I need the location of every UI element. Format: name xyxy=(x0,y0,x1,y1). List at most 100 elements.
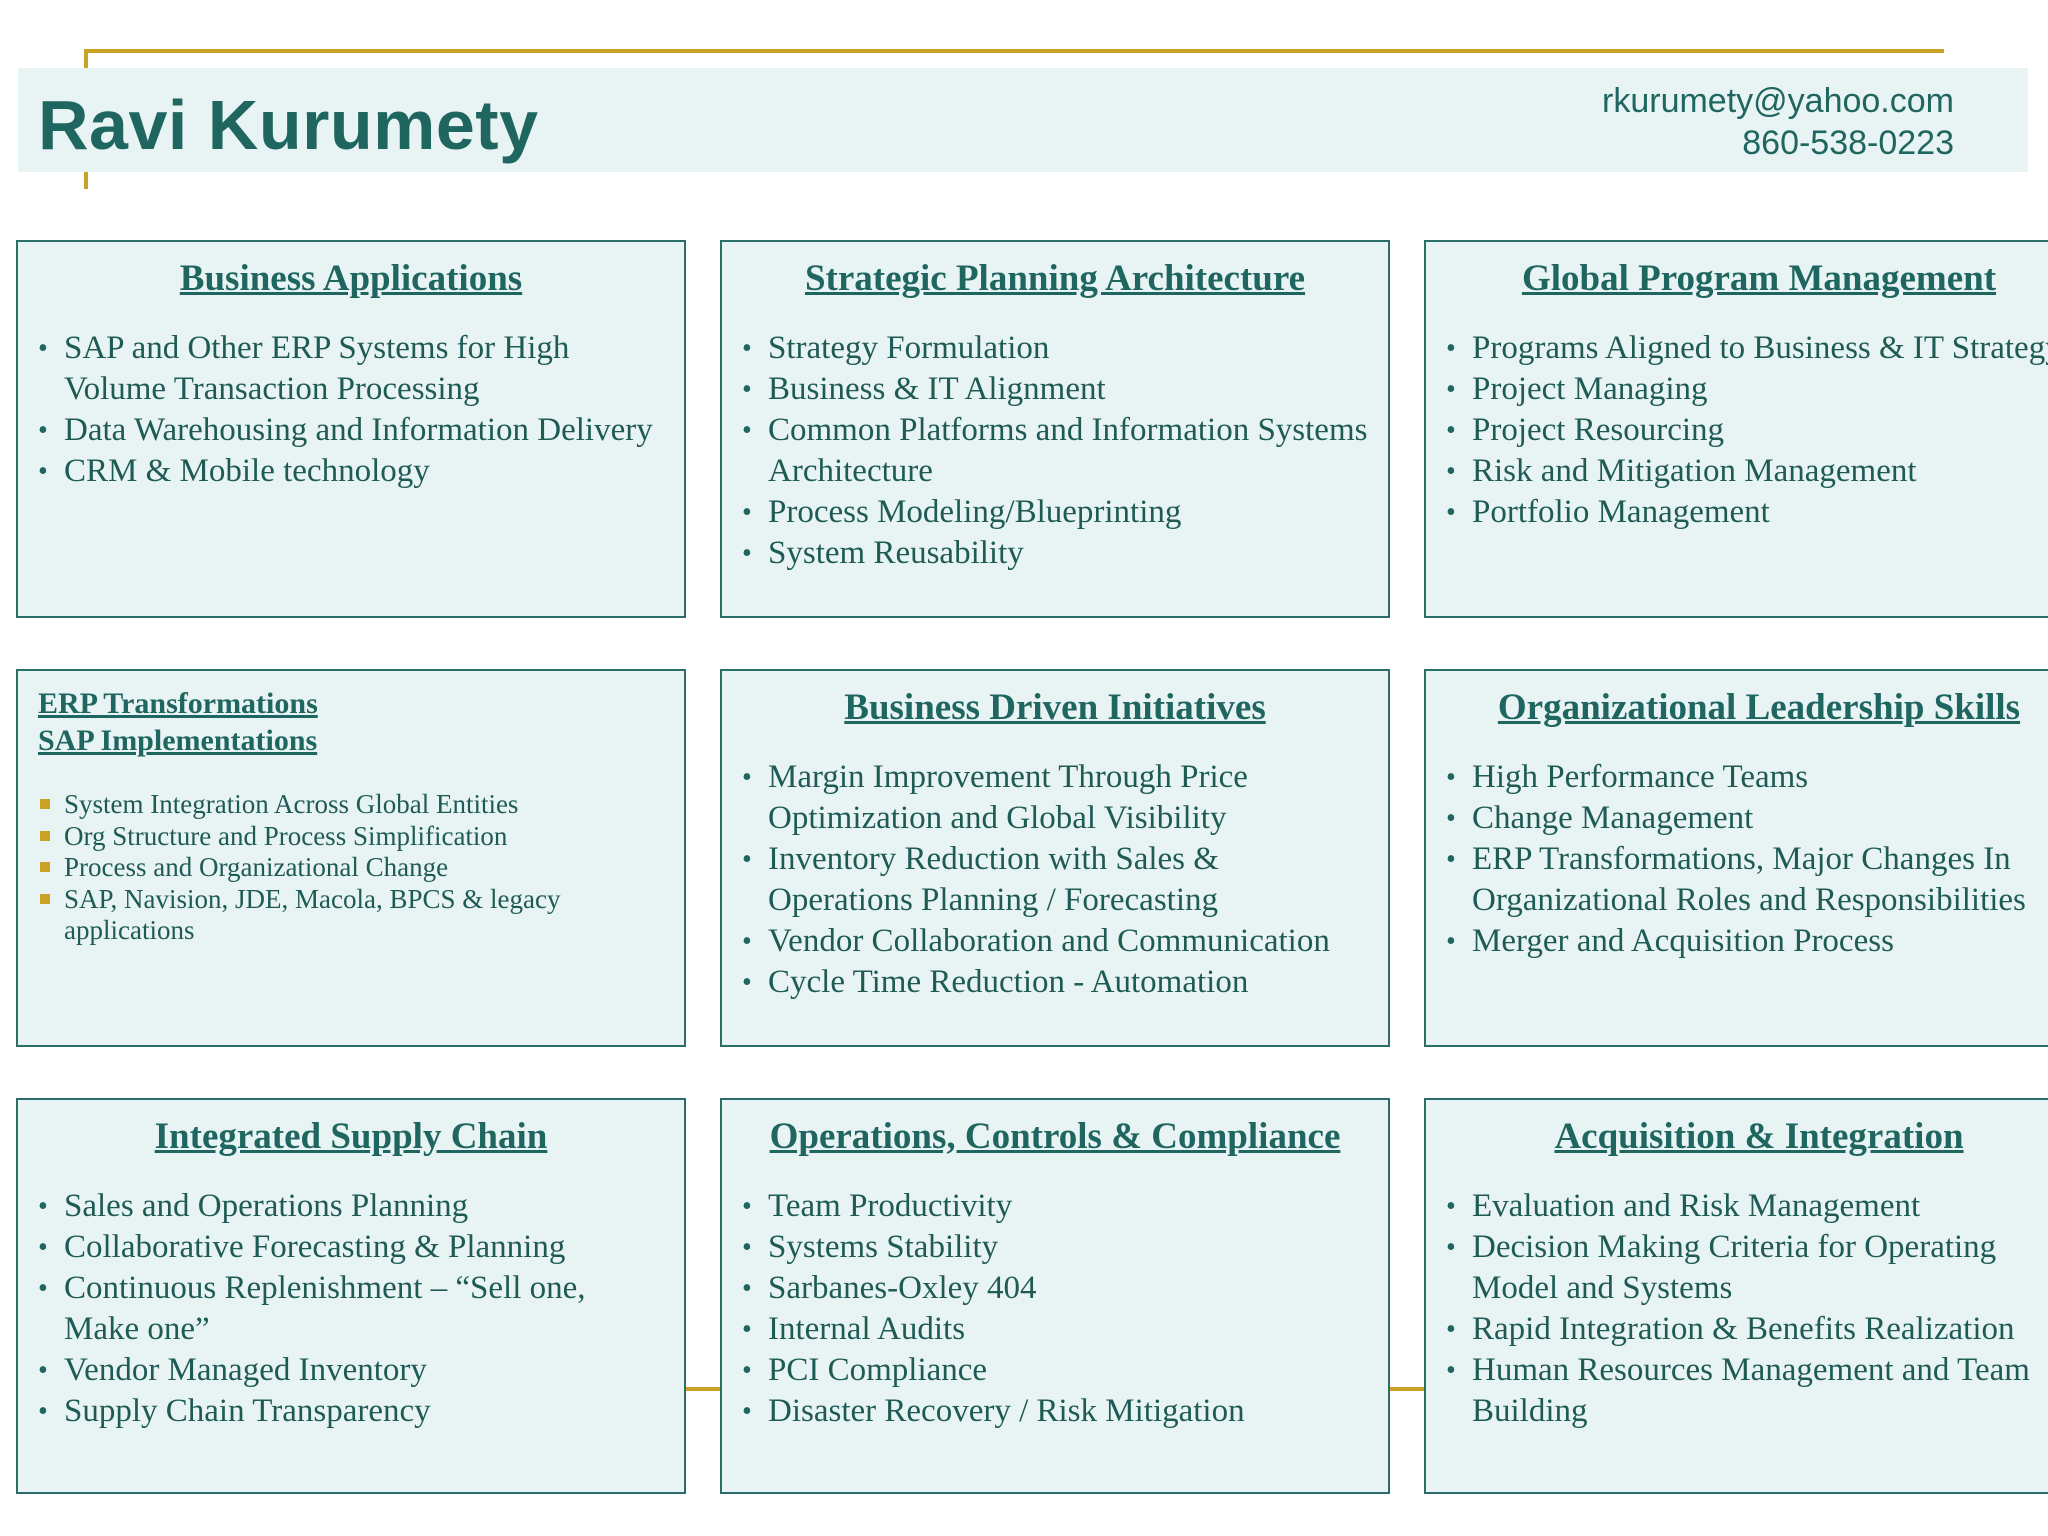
bullet-icon: • xyxy=(1446,497,1456,528)
square-bullet-icon xyxy=(40,862,50,872)
list-item: •Internal Audits xyxy=(742,1309,1368,1350)
card-list: •Sales and Operations Planning •Collabor… xyxy=(38,1186,664,1432)
list-item: •SAP and Other ERP Systems for High Volu… xyxy=(38,330,570,407)
bullet-icon: • xyxy=(742,1273,752,1304)
card-title-line: SAP Implementations xyxy=(38,724,318,757)
bullet-icon: • xyxy=(742,844,752,875)
list-item: •Vendor Collaboration and Communication xyxy=(742,921,1368,962)
list-item: •Risk and Mitigation Management xyxy=(1446,451,2048,492)
square-bullet-icon xyxy=(40,893,50,904)
card-title: Strategic Planning Architecture xyxy=(804,258,1306,299)
list-item: •ERP Transformations, Major Changes In O… xyxy=(1446,841,2026,918)
bullet-icon: • xyxy=(1446,1314,1456,1345)
square-bullet-icon xyxy=(40,830,50,841)
card-title: Organizational Leadership Skills xyxy=(1497,687,2021,728)
list-item: •Programs Aligned to Business & IT Strat… xyxy=(1446,328,2048,369)
bullet-icon: • xyxy=(742,538,752,569)
bullet-icon: • xyxy=(38,1273,48,1304)
bullet-icon: • xyxy=(1446,374,1456,405)
bullet-icon: • xyxy=(1446,1232,1456,1263)
list-item: •System Reusability xyxy=(742,533,1368,574)
card-list: •Team Productivity •Systems Stability •S… xyxy=(742,1186,1368,1432)
bullet-icon: • xyxy=(1446,415,1456,446)
list-item: •PCI Compliance xyxy=(742,1350,1368,1391)
list-item: Org Structure and Process Simplification xyxy=(38,821,664,853)
card-title: Acquisition & Integration xyxy=(1554,1116,1964,1157)
bullet-icon: • xyxy=(38,1232,48,1263)
bullet-icon: • xyxy=(38,415,48,446)
list-item: •Inventory Reduction with Sales & Operat… xyxy=(742,841,1219,918)
bullet-icon: • xyxy=(1446,803,1456,834)
bullet-icon: • xyxy=(1446,456,1456,487)
list-item: •Business & IT Alignment xyxy=(742,369,1368,410)
bullet-icon: • xyxy=(742,926,752,957)
bullet-icon: • xyxy=(1446,844,1456,875)
connector-line xyxy=(686,1387,720,1391)
square-bullet-icon xyxy=(40,799,50,809)
card-global-program-management: Global Program Management •Programs Alig… xyxy=(1424,240,2048,618)
list-item: SAP, Navision, JDE, Macola, BPCS & legac… xyxy=(38,884,664,947)
list-item: •Portfolio Management xyxy=(1446,492,2048,533)
list-item: •Sales and Operations Planning xyxy=(38,1186,664,1227)
header-band xyxy=(18,68,2028,172)
card-title: Business Driven Initiatives xyxy=(844,687,1266,728)
contact-block: rkurumety@yahoo.com 860-538-0223 xyxy=(1602,80,1954,164)
bullet-icon: • xyxy=(38,1355,48,1386)
bullet-icon: • xyxy=(742,1191,752,1222)
list-item: •Strategy Formulation xyxy=(742,328,1368,369)
bullet-icon: • xyxy=(742,1355,752,1386)
list-item: •Project Managing xyxy=(1446,369,2048,410)
bullet-icon: • xyxy=(742,333,752,364)
card-business-applications: Business Applications •SAP and Other ERP… xyxy=(16,240,686,618)
card-acquisition-integration: Acquisition & Integration •Evaluation an… xyxy=(1424,1098,2048,1494)
card-list: •Evaluation and Risk Management •Decisio… xyxy=(1446,1186,2048,1432)
card-business-driven-initiatives: Business Driven Initiatives •Margin Impr… xyxy=(720,669,1390,1047)
list-item: •Data Warehousing and Information Delive… xyxy=(38,410,664,451)
card-list: •Strategy Formulation •Business & IT Ali… xyxy=(742,328,1368,574)
bullet-icon: • xyxy=(1446,1191,1456,1222)
list-item: System Integration Across Global Entitie… xyxy=(38,789,664,821)
card-strategic-planning-architecture: Strategic Planning Architecture •Strateg… xyxy=(720,240,1390,618)
bullet-icon: • xyxy=(38,456,48,487)
list-item: •Merger and Acquisition Process xyxy=(1446,921,2048,962)
list-item: •Supply Chain Transparency xyxy=(38,1391,664,1432)
card-erp-transformations: ERP Transformations SAP Implementations … xyxy=(16,669,686,1047)
list-item: •Collaborative Forecasting & Planning xyxy=(38,1227,664,1268)
bullet-icon: • xyxy=(742,1396,752,1427)
list-item: •Systems Stability xyxy=(742,1227,1368,1268)
list-item: •Project Resourcing xyxy=(1446,410,2048,451)
card-title: Operations, Controls & Compliance xyxy=(769,1116,1341,1157)
list-item: •High Performance Teams xyxy=(1446,757,2048,798)
list-item: Process and Organizational Change xyxy=(38,852,664,884)
connector-line xyxy=(1390,1387,1424,1391)
bullet-icon: • xyxy=(742,415,752,446)
card-operations-controls-compliance: Operations, Controls & Compliance •Team … xyxy=(720,1098,1390,1494)
list-item: •Common Platforms and Information System… xyxy=(742,412,1368,489)
list-item: •Human Resources Management and Team Bui… xyxy=(1446,1352,2030,1429)
bullet-icon: • xyxy=(38,1396,48,1427)
bullet-icon: • xyxy=(1446,926,1456,957)
email-text: rkurumety@yahoo.com xyxy=(1602,82,1954,120)
bullet-icon: • xyxy=(38,1191,48,1222)
list-item: •Continuous Replenishment – “Sell one, M… xyxy=(38,1270,586,1347)
card-title: Business Applications xyxy=(179,258,523,299)
list-item: •Team Productivity xyxy=(742,1186,1368,1227)
card-title: Integrated Supply Chain xyxy=(154,1116,548,1157)
list-item: •Vendor Managed Inventory xyxy=(38,1350,664,1391)
bullet-icon: • xyxy=(38,333,48,364)
resume-name: Ravi Kurumety xyxy=(38,86,539,164)
bullet-icon: • xyxy=(1446,333,1456,364)
card-list: System Integration Across Global Entitie… xyxy=(38,789,664,947)
card-title: ERP Transformations SAP Implementations xyxy=(38,685,664,759)
bullet-icon: • xyxy=(742,762,752,793)
list-item: •Decision Making Criteria for Operating … xyxy=(1446,1229,1997,1306)
list-item: •CRM & Mobile technology xyxy=(38,451,664,492)
card-list: •Margin Improvement Through Price Optimi… xyxy=(742,757,1368,1003)
list-item: •Evaluation and Risk Management xyxy=(1446,1186,2048,1227)
card-organizational-leadership-skills: Organizational Leadership Skills •High P… xyxy=(1424,669,2048,1047)
card-title-line: ERP Transformations xyxy=(38,687,318,720)
card-title: Global Program Management xyxy=(1521,258,1997,299)
list-item: •Sarbanes-Oxley 404 xyxy=(742,1268,1368,1309)
bullet-icon: • xyxy=(742,1232,752,1263)
list-item: •Change Management xyxy=(1446,798,2048,839)
